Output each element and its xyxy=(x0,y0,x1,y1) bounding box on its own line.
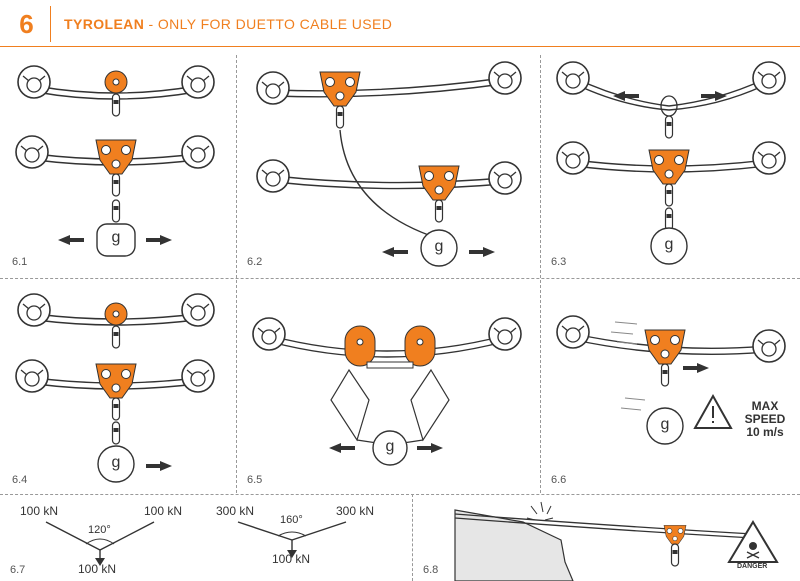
force-left-1: 100 kN xyxy=(20,504,59,518)
panel-6-6: g MAX SPEED 10 m/s 6.6 xyxy=(541,280,800,493)
header-rule xyxy=(0,46,800,47)
warning-line-3: 10 m/s xyxy=(746,425,784,439)
panel-6-4: g 6.4 xyxy=(0,280,236,493)
section-title: TYROLEAN - ONLY FOR DUETTO CABLE USED xyxy=(64,14,392,34)
panel-6-6-illustration xyxy=(556,315,786,445)
panel-6-4-illustration xyxy=(15,293,215,483)
divider-vertical-3 xyxy=(412,494,413,581)
panel-6-8: DANGER 6.8 xyxy=(413,496,800,581)
warning-line-1: MAX xyxy=(751,399,779,413)
divider-horizontal-2 xyxy=(0,494,800,495)
panel-label-6-5: 6.5 xyxy=(247,474,263,486)
divider-vertical-1 xyxy=(236,55,237,493)
panel-label-6-1: 6.1 xyxy=(12,256,28,268)
panel-6-2: g 6.2 xyxy=(237,48,540,278)
angle-1: 120° xyxy=(88,524,111,536)
weight-glyph-6-4: g xyxy=(111,454,121,471)
panel-label-6-6: 6.6 xyxy=(551,474,567,486)
panel-6-3: g 6.3 xyxy=(541,48,800,278)
panel-label-6-7: 6.7 xyxy=(10,564,26,576)
max-speed-warning: MAX SPEED 10 m/s xyxy=(737,400,793,439)
panel-6-5: g 6.5 xyxy=(237,280,540,493)
panel-6-1: g 6.1 xyxy=(0,48,236,278)
weight-glyph-6-6: g xyxy=(660,416,670,433)
panel-label-6-4: 6.4 xyxy=(12,474,28,486)
panel-6-8-illustration xyxy=(454,501,779,581)
section-header: 6 TYROLEAN - ONLY FOR DUETTO CABLE USED xyxy=(0,0,800,47)
panel-label-6-2: 6.2 xyxy=(247,256,263,268)
panel-6-3-illustration xyxy=(556,61,786,265)
divider-horizontal-1 xyxy=(0,278,800,279)
panel-6-5-illustration xyxy=(252,317,522,466)
weight-glyph-6-3: g xyxy=(664,236,674,253)
section-title-bold: TYROLEAN xyxy=(64,16,145,32)
force-bottom-2: 100 kN xyxy=(272,552,311,566)
panel-6-2-illustration xyxy=(256,61,522,267)
warning-line-2: SPEED xyxy=(744,412,786,426)
danger-label: DANGER xyxy=(737,563,768,570)
force-bottom-1: 100 kN xyxy=(78,562,117,576)
angle-2: 160° xyxy=(280,514,303,526)
header-divider xyxy=(50,6,51,42)
panel-6-1-illustration xyxy=(15,65,215,257)
force-right-2: 300 kN xyxy=(336,504,375,518)
section-title-rest: - ONLY FOR DUETTO CABLE USED xyxy=(144,16,393,32)
panel-6-7-illustration xyxy=(45,521,347,566)
divider-vertical-2 xyxy=(540,55,541,493)
weight-glyph-6-1: g xyxy=(111,229,121,246)
panel-label-6-3: 6.3 xyxy=(551,256,567,268)
section-number: 6 xyxy=(19,9,34,39)
weight-glyph-6-5: g xyxy=(385,438,395,455)
panel-6-7: 100 kN 100 kN 120° 100 kN 300 kN 300 kN … xyxy=(0,496,412,581)
weight-glyph-6-2: g xyxy=(434,238,444,255)
force-left-2: 300 kN xyxy=(216,504,255,518)
panel-label-6-8: 6.8 xyxy=(423,564,439,576)
force-right-1: 100 kN xyxy=(144,504,183,518)
